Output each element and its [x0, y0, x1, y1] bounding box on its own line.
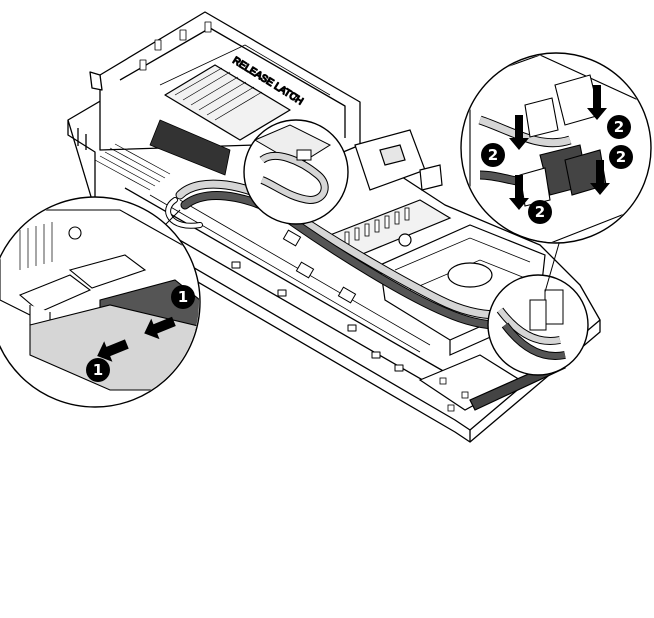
callout-badge-icon: 2 [481, 143, 505, 167]
svg-text:2: 2 [488, 146, 498, 164]
svg-text:2: 2 [535, 203, 545, 221]
svg-text:2: 2 [616, 148, 626, 166]
detail-circle-riser [244, 120, 348, 224]
svg-text:1: 1 [93, 361, 103, 379]
svg-text:1: 1 [178, 288, 188, 306]
detail-circle-fan [488, 275, 588, 375]
svg-text:2: 2 [614, 118, 624, 136]
callout-badge-icon: 1 [171, 285, 195, 309]
callout-badge-icon: 2 [528, 200, 552, 224]
callout-badge-icon: 1 [86, 358, 110, 382]
callout-badge-icon: 2 [607, 115, 631, 139]
callout-badge-icon: 2 [609, 145, 633, 169]
